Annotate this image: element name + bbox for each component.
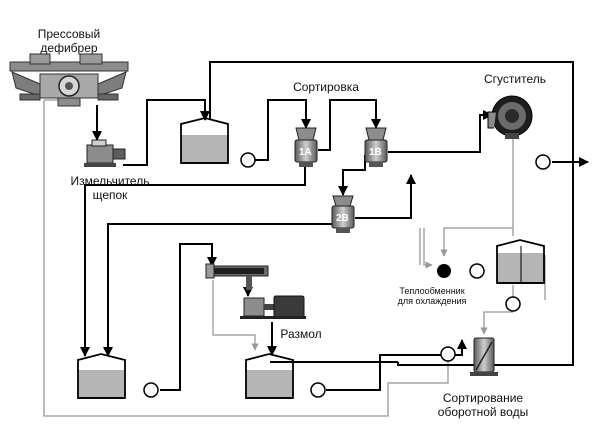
pump-white-water bbox=[469, 263, 485, 279]
label-thickener: Сгуститель bbox=[484, 72, 546, 86]
water-screen bbox=[470, 337, 498, 376]
refiner-motor bbox=[240, 295, 306, 319]
line-pump-to-refiner bbox=[160, 243, 217, 391]
label-water-screening: Сортирование оборотной воды bbox=[437, 391, 529, 419]
line-1b-to-thickener bbox=[388, 110, 493, 153]
label-screening: Сортировка bbox=[293, 80, 359, 94]
screen-1a-tag: 1A bbox=[299, 147, 312, 158]
pulp-lines bbox=[80, 61, 589, 391]
screen-2b: 2B bbox=[331, 195, 355, 233]
refiner bbox=[205, 263, 269, 290]
heat-exchanger-icon bbox=[437, 264, 451, 278]
pump-water-return bbox=[440, 346, 456, 362]
screen-1a: 1A bbox=[294, 127, 318, 167]
tank-white-water bbox=[496, 239, 545, 284]
pump-bottom-middle bbox=[310, 382, 326, 398]
label-chip-crusher: Измельчитель щепок bbox=[70, 174, 150, 202]
press-defibrator bbox=[9, 53, 129, 107]
thickener-drum bbox=[487, 95, 533, 139]
pump-tank1 bbox=[240, 152, 256, 168]
tank-primary bbox=[180, 117, 229, 164]
line-1a-to-left bbox=[80, 158, 306, 357]
tank-bottom-middle bbox=[245, 353, 294, 399]
pump-white-water-out bbox=[505, 296, 521, 312]
line-top-to-thickener bbox=[209, 61, 574, 366]
line-2b-up bbox=[355, 174, 416, 219]
water-line-pump-down bbox=[480, 311, 513, 335]
tank-bottom-left bbox=[77, 353, 126, 399]
pump-bottom-left bbox=[143, 382, 159, 398]
chip-crusher bbox=[84, 139, 126, 167]
line-crusher-to-tank1 bbox=[123, 99, 210, 166]
pump-thickener bbox=[535, 154, 551, 170]
line-pump-to-1a bbox=[255, 99, 311, 161]
line-1b-to-2b bbox=[338, 155, 366, 196]
water-lines bbox=[43, 99, 546, 417]
label-defibrator: Прессовый дефибрер bbox=[37, 27, 101, 55]
label-heat-exchanger: Теплообменник для охлаждения bbox=[397, 286, 467, 307]
water-line-bottom-loop bbox=[43, 100, 449, 417]
pumps bbox=[143, 152, 551, 398]
screen-1b-tag: 1B bbox=[369, 147, 382, 158]
label-refining: Размол bbox=[280, 327, 322, 341]
screen-2b-tag: 2B bbox=[336, 213, 349, 224]
line-1a-to-1b bbox=[318, 99, 381, 151]
water-line-to-heat-exchanger bbox=[423, 228, 433, 269]
water-line-thickener-to-tank bbox=[440, 227, 513, 257]
screen-1b: 1B bbox=[364, 127, 388, 167]
water-line-refiner-loop bbox=[212, 280, 259, 351]
line-tank2-pump-out bbox=[326, 339, 467, 391]
